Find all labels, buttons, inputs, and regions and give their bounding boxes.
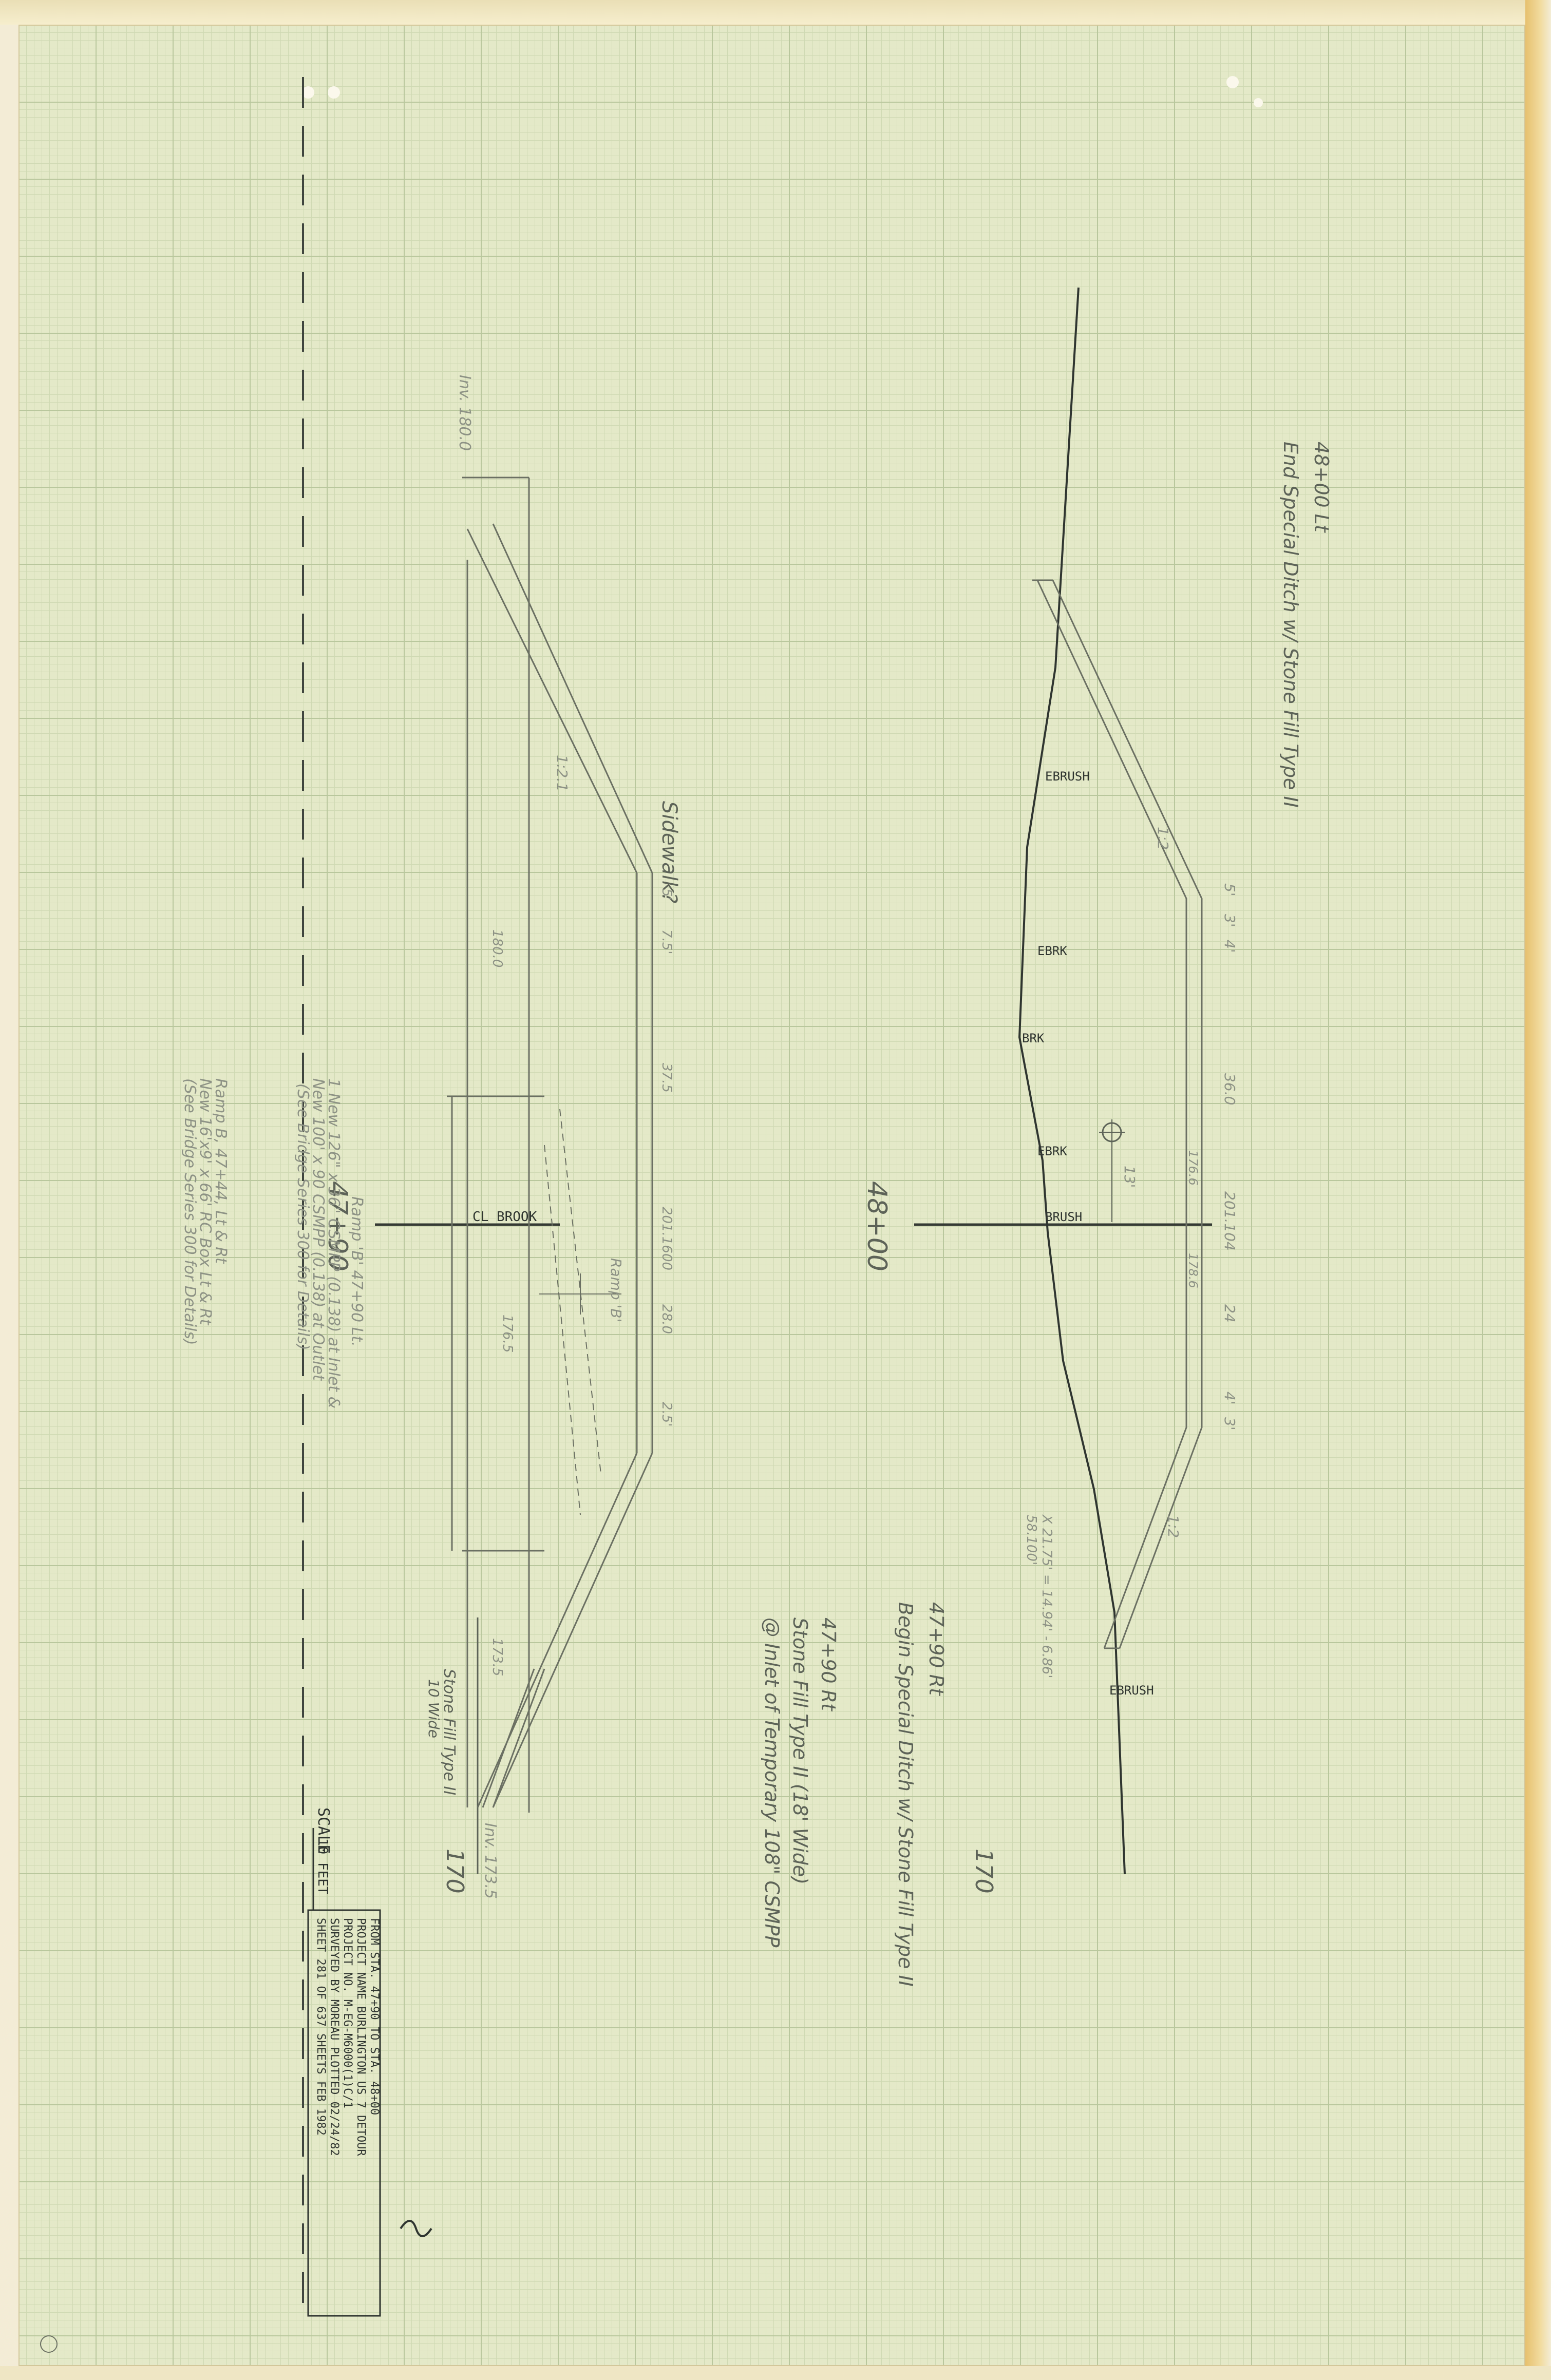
offset-label-left: 170 <box>441 1849 469 1894</box>
scale-label: SCALE <box>314 1807 332 1854</box>
note-line: New 100' x 90 CSMPP (0.138) at Outlet <box>309 1078 327 1381</box>
arrow-label: 180.0 <box>489 929 505 967</box>
scale-bar: SCALE 10 FEET <box>312 1807 332 1910</box>
ground-label: EBRUSH <box>1045 769 1090 784</box>
dimension-label: 4' <box>1221 1392 1238 1405</box>
dimension-label: 4' <box>1221 940 1238 953</box>
left-notes: Ramp 'B' 47+90 Lt. 1 New 126" x 36" CSMP… <box>181 1078 366 1408</box>
dimension-label: 28.0 <box>659 1304 674 1334</box>
dimension-label: 7.5' <box>659 929 674 955</box>
elevation-label: 178.6 <box>1186 1253 1200 1288</box>
right-slope-labels: 1:2 1:2 <box>1155 827 1182 1538</box>
ground-label: EBRUSH <box>1109 1683 1154 1698</box>
note-stone-fill: 47+90 Rt Stone Fill Type II (18' Wide) @… <box>761 1617 840 1948</box>
elevation-label: 176.6 <box>1186 1150 1200 1186</box>
ground-point-labels: EBRUSH EBRK BRK EBRK BRUSH EBRUSH <box>1022 769 1154 1698</box>
top-note-text: End Special Ditch w/ Stone Fill Type II <box>1279 442 1302 808</box>
title-line-2: PROJECT NAME BURLINGTON US 7 DETOUR <box>354 1918 367 2156</box>
station-label-48-00: 48+00 <box>861 1181 892 1271</box>
dimension-label: 201.1600 <box>659 1207 674 1270</box>
offset-label-right: 170 <box>970 1849 998 1894</box>
dimension-label: 5' <box>1221 883 1238 897</box>
note-begin-ditch: 47+90 Rt Begin Special Ditch w/ Stone Fi… <box>894 1602 948 1987</box>
corner-stamp <box>40 2335 58 2353</box>
sidewalk-label: Sidewalk? <box>657 801 681 903</box>
scale-unit: 10 FEET <box>315 1838 330 1895</box>
dimension-label: 3' <box>1221 1417 1238 1431</box>
paper-edge-right <box>1525 0 1551 2380</box>
arrow-label: 173.5 <box>489 1638 505 1676</box>
note-line: 47+90 Rt <box>817 1617 840 1712</box>
section-48-00 <box>914 287 1212 1875</box>
paper-edge-bottom <box>0 2366 1551 2380</box>
top-note-station: 48+00 Lt <box>1310 442 1333 534</box>
graph-paper <box>18 25 1525 2366</box>
note-line: 1 New 126" x 36" CSMPP (0.138) at Inlet … <box>325 1078 343 1408</box>
title-block: FROM STA. 47+90 TO STA. 48+00 PROJECT NA… <box>307 1909 381 2317</box>
stone-fill-width: 10 Wide <box>425 1679 442 1738</box>
note-line: New 16'x9' x 66' RC Box Lt & Rt <box>196 1078 214 1326</box>
left-arrow-labels: 180.0 176.5 173.5 <box>489 929 515 1676</box>
top-invert-label: Inv. 180.0 <box>456 375 474 451</box>
calc-line: 58.100' <box>1024 1515 1039 1565</box>
bottom-invert-label: Inv. 173.5 <box>481 1823 499 1899</box>
brook-label: CL BROOK <box>472 1209 537 1225</box>
title-line-1: FROM STA. 47+90 TO STA. 48+00 <box>368 1918 381 2115</box>
note-line: Ramp 'B' 47+90 Lt. <box>348 1196 366 1347</box>
slope-label: 1:2 <box>1165 1515 1182 1538</box>
dimension-label: 201.104 <box>1221 1191 1238 1251</box>
calc-line: X 21.75' = 14.94' - 6.86' <box>1039 1514 1054 1679</box>
paper-edge-top <box>0 0 1551 25</box>
ramp-label: Ramp 'B' <box>608 1258 625 1322</box>
title-line-4: SURVEYED BY MOREAU PLOTTED 02/24/82 <box>328 1918 341 2156</box>
dimension-label: 5' <box>659 888 674 901</box>
note-line: (See Bridge Series 300 for Details) <box>181 1078 199 1345</box>
ground-label: BRUSH <box>1045 1210 1082 1224</box>
punch-holes <box>302 76 1263 107</box>
dimension-label: 36.0 <box>1221 1073 1238 1105</box>
ground-label: BRK <box>1022 1031 1045 1045</box>
title-line-5: SHEET 281 OF 637 SHEETS FEB 1982 <box>314 1918 327 2136</box>
note-line: 47+90 Rt <box>925 1602 948 1697</box>
slope-label: 1:2 <box>1155 827 1171 850</box>
stone-fill-label: Stone Fill Type II <box>440 1669 458 1795</box>
note-line: Stone Fill Type II (18' Wide) <box>789 1617 811 1884</box>
note-line: (See Bridge Series 300 for Details) <box>294 1083 312 1350</box>
note-line: Begin Special Ditch w/ Stone Fill Type I… <box>894 1602 917 1987</box>
initials-mark <box>400 2220 432 2237</box>
slope-label-left: 1:2.1 <box>554 755 571 792</box>
arrow-label: 176.5 <box>500 1315 515 1353</box>
left-dimensions: 5' 7.5' 37.5 201.1600 28.0 2.5' <box>659 888 674 1427</box>
right-elevation-labels: 176.6 178.6 <box>1186 1150 1200 1288</box>
right-dimensions: 5' 3' 4' 36.0 201.104 24 4' 3' 13' <box>1121 883 1238 1431</box>
dimension-label: 3' <box>1221 914 1238 927</box>
dimension-label: 24 <box>1221 1304 1238 1323</box>
title-line-3: PROJECT NO. M-EG-M6000(1)C/1 <box>341 1918 354 2108</box>
ground-label: EBRK <box>1037 1144 1067 1158</box>
note-line: @ Inlet of Temporary 108" CSMPP <box>761 1617 783 1948</box>
dimension-label: 2.5' <box>659 1402 674 1427</box>
station-label-47-90: 47+90 <box>322 1181 353 1271</box>
dimension-label: 13' <box>1121 1166 1138 1188</box>
note-line: Ramp B, 47+44, Lt & Rt <box>212 1078 230 1264</box>
ground-label: EBRK <box>1037 944 1067 958</box>
dimension-label: 37.5 <box>659 1063 674 1093</box>
pencil-calculation: X 21.75' = 14.94' - 6.86' 58.100' <box>1024 1514 1054 1679</box>
section-47-90 <box>375 477 653 1874</box>
